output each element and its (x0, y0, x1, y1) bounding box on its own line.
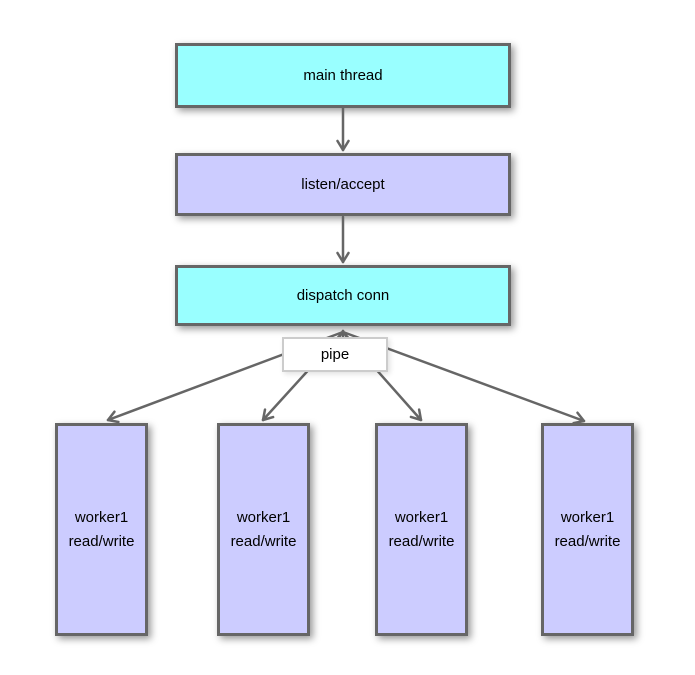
edge-label-pipe: pipe (282, 337, 388, 372)
node-main-thread: main thread (175, 43, 511, 108)
node-worker-2: worker1 read/write (217, 423, 310, 636)
edge-label-pipe-text: pipe (320, 346, 350, 363)
node-worker-4-readwrite: read/write (554, 532, 621, 550)
node-worker-1-readwrite: read/write (68, 532, 135, 550)
node-dispatch-conn: dispatch conn (175, 265, 511, 326)
node-worker-3-readwrite: read/write (388, 532, 455, 550)
node-worker-4-name: worker1 (560, 508, 615, 526)
node-listen-accept-label: listen/accept (301, 176, 385, 193)
node-listen-accept: listen/accept (175, 153, 511, 216)
node-dispatch-conn-label: dispatch conn (296, 287, 390, 304)
node-worker-1: worker1 read/write (55, 423, 148, 636)
node-worker-3-name: worker1 (394, 508, 449, 526)
node-worker-3: worker1 read/write (375, 423, 468, 636)
node-worker-1-name: worker1 (74, 508, 129, 526)
node-worker-2-name: worker1 (236, 508, 291, 526)
node-main-thread-label: main thread (303, 67, 383, 84)
node-worker-2-readwrite: read/write (230, 532, 297, 550)
node-worker-4: worker1 read/write (541, 423, 634, 636)
